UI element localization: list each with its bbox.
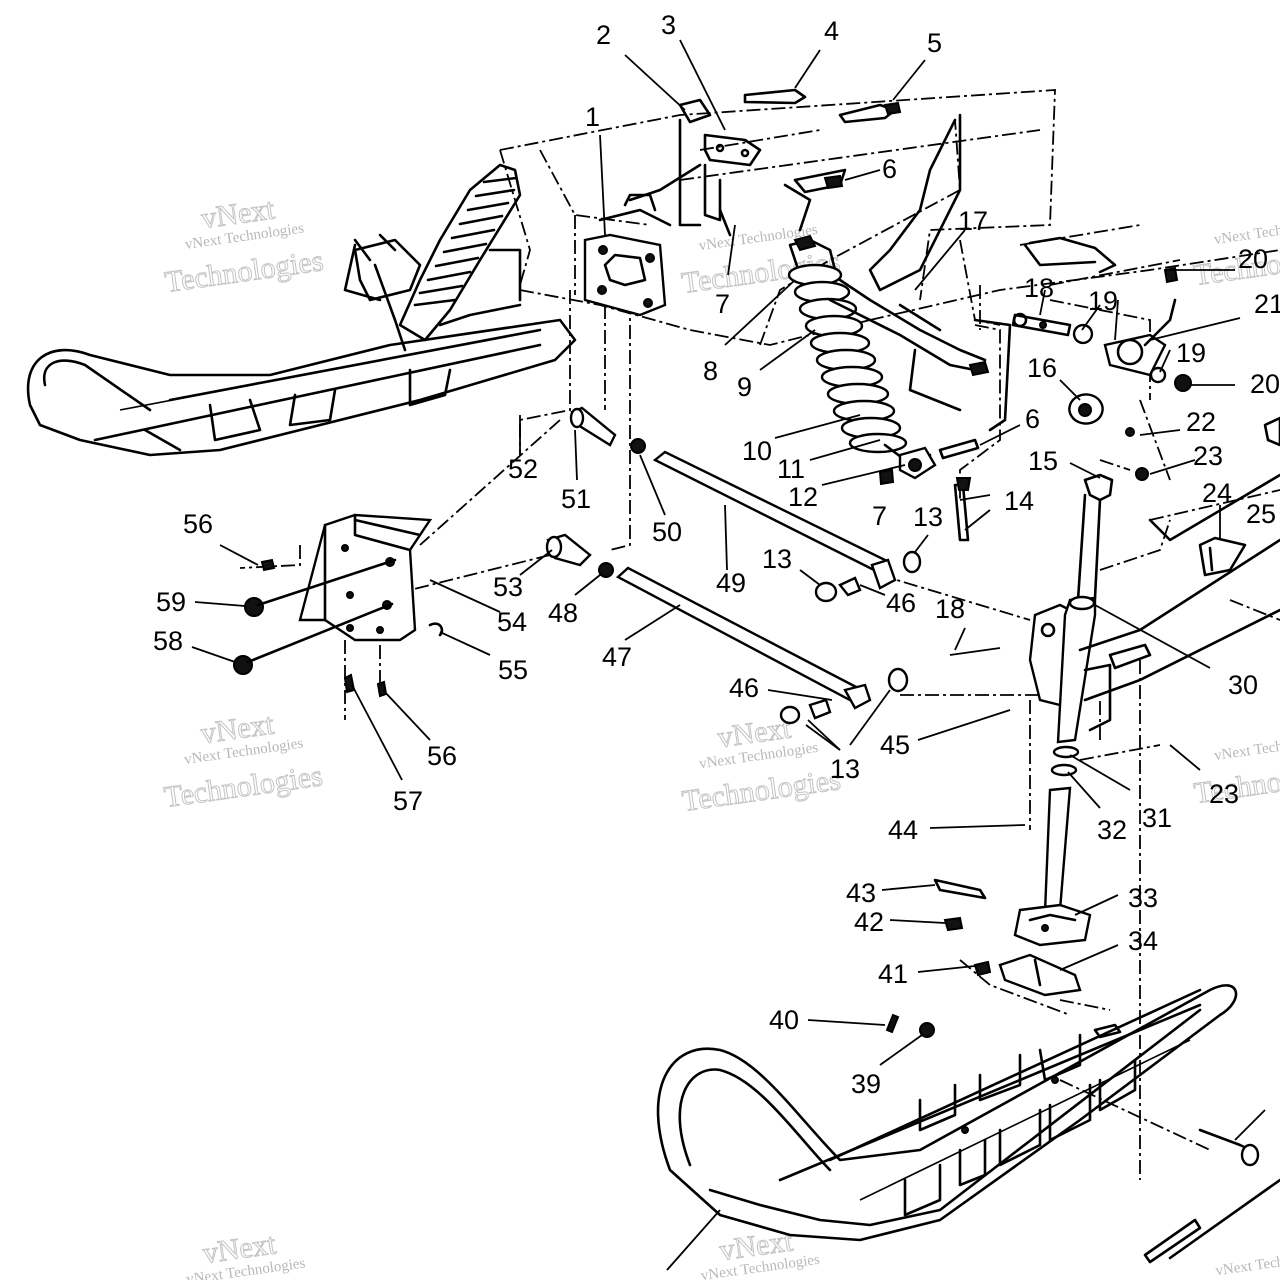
- callout: 56: [427, 741, 457, 771]
- watermark: vNext Technologies vNext: [700, 1224, 821, 1280]
- callout: 51: [561, 484, 591, 514]
- callout: 49: [716, 568, 746, 598]
- watermark: vNext Technologies Technologies vNext: [680, 711, 844, 819]
- callout: 34: [1128, 926, 1158, 956]
- callout: 13: [762, 544, 792, 574]
- callout: 13: [830, 754, 860, 784]
- callout: 53: [493, 572, 523, 602]
- callout: 58: [153, 626, 183, 656]
- callout: 18: [935, 594, 965, 624]
- callout: 52: [508, 454, 538, 484]
- callouts: 1 2 3 4 5 6 6 7 7 8 9 10 11 12 13 13 13 …: [153, 10, 1280, 1099]
- callout: 7: [872, 501, 887, 531]
- callout: 33: [1128, 883, 1158, 913]
- callout: 47: [602, 642, 632, 672]
- callout: 17: [958, 206, 988, 236]
- callout: 12: [788, 482, 818, 512]
- callout: 55: [498, 655, 528, 685]
- callout: 54: [497, 607, 527, 637]
- callout: 56: [183, 509, 213, 539]
- watermark: vNext Technologies: [1215, 1247, 1280, 1280]
- callout: 20: [1238, 244, 1268, 274]
- callout: 3: [661, 10, 676, 40]
- callout: 14: [1004, 486, 1034, 516]
- callout: 13: [913, 502, 943, 532]
- callout: 9: [737, 372, 752, 402]
- callout: 41: [878, 959, 908, 989]
- callout: 32: [1097, 815, 1127, 845]
- callout: 23: [1193, 441, 1223, 471]
- callout: 7: [715, 289, 730, 319]
- callout: 10: [742, 436, 772, 466]
- callout: 45: [880, 730, 910, 760]
- ski-saddle: [885, 878, 1082, 1038]
- watermark: vNext Technologies Technologies vNext: [162, 707, 326, 815]
- callout: 59: [156, 587, 186, 617]
- watermark-text: vNext Technologies: [1213, 732, 1280, 765]
- right-hardware: [1011, 236, 1280, 577]
- callout: 57: [393, 786, 423, 816]
- callout: 16: [1027, 353, 1057, 383]
- callout: 42: [854, 907, 884, 937]
- callout: 48: [548, 598, 578, 628]
- left-shock: [343, 163, 522, 352]
- callout: 8: [703, 356, 718, 386]
- callout: 43: [846, 878, 876, 908]
- watermark: vNext Technologies vNext: [185, 1227, 306, 1280]
- callout: 24: [1202, 478, 1232, 508]
- watermark: vNext Technologies Technologies vNext: [162, 192, 326, 300]
- spindle-assembly: [1013, 473, 1280, 947]
- callout: 44: [888, 815, 918, 845]
- callout: 25: [1246, 499, 1276, 529]
- callout: 19: [1176, 338, 1206, 368]
- right-shock: [787, 234, 980, 542]
- callout: 20: [1250, 369, 1280, 399]
- callout: 46: [886, 588, 916, 618]
- callout: 5: [927, 28, 942, 58]
- callout: 2: [596, 20, 611, 50]
- upper-brackets: [628, 88, 902, 237]
- callout: 23: [1209, 779, 1239, 809]
- callout: 1: [585, 102, 600, 132]
- callout: 39: [851, 1069, 881, 1099]
- callout: 6: [882, 154, 897, 184]
- callout: 6: [1025, 404, 1040, 434]
- callout: 50: [652, 517, 682, 547]
- callout: 31: [1142, 803, 1172, 833]
- leader-lines: [191, 39, 1266, 1271]
- tie-rods: [545, 406, 922, 725]
- left-ski: [26, 318, 577, 457]
- callout: 18: [1024, 273, 1054, 303]
- right-ski: [656, 984, 1280, 1264]
- callout: 15: [1028, 446, 1058, 476]
- watermark-text: vNext Technologies: [1215, 1247, 1280, 1280]
- callout: 22: [1186, 407, 1216, 437]
- callout: 19: [1088, 286, 1118, 316]
- callout: 4: [824, 16, 839, 46]
- callout: 30: [1228, 670, 1258, 700]
- callout: 21: [1254, 289, 1280, 319]
- callout: 11: [777, 454, 805, 484]
- callout: 46: [729, 673, 759, 703]
- mount-bracket: [583, 193, 672, 317]
- callout: 40: [769, 1005, 799, 1035]
- l-bracket: [233, 513, 444, 698]
- right-frame: [828, 113, 1012, 432]
